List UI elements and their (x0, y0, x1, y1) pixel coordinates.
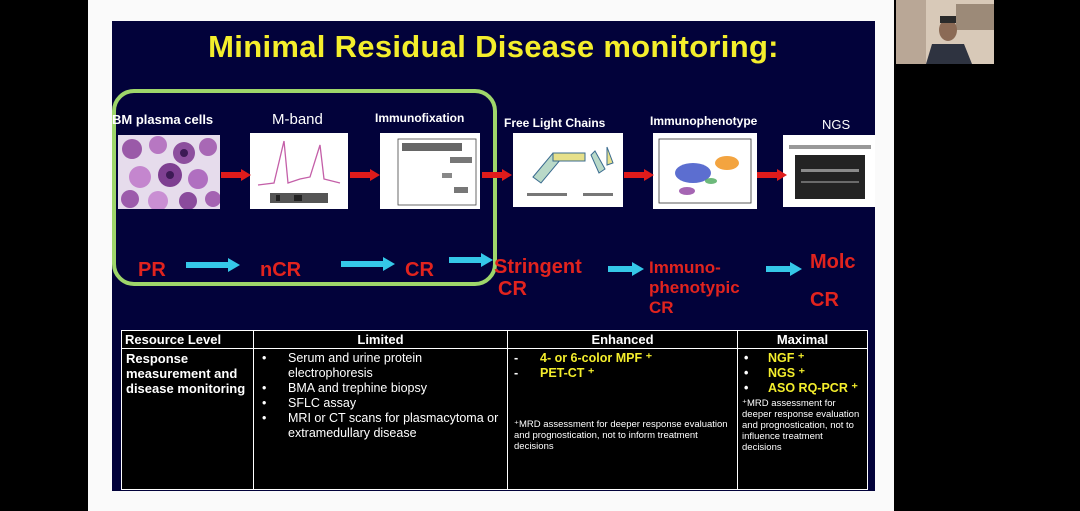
list-item: NGF ⁺ (742, 351, 863, 366)
table-header-row: Resource Level Limited Enhanced Maximal (121, 330, 868, 349)
enhanced-cell: 4- or 6-color MPF ⁺ PET-CT ⁺ ⁺MRD assess… (507, 348, 738, 490)
response-molecular-cr: Molc CR (810, 243, 856, 319)
response-molc-line1: Molc (810, 251, 856, 273)
arrow-right-icon (482, 169, 512, 181)
step-label-ifx: Immunofixation (375, 111, 465, 125)
response-immunophenotypic-cr: Immuno- phenotypic CR (649, 258, 740, 318)
step-label-flc: Free Light Chains (504, 116, 606, 130)
step-label-bm: BM plasma cells (112, 112, 214, 127)
header-enhanced: Enhanced (507, 330, 738, 349)
free-light-chains-diagram (513, 133, 623, 207)
arrow-right-icon (221, 169, 251, 181)
presentation-slide: Minimal Residual Disease monitoring: BM … (112, 21, 875, 491)
response-stringent-line2: CR (498, 278, 527, 300)
enhanced-footnote: ⁺MRD assessment for deeper response eval… (514, 419, 728, 452)
response-stringent-line1: Stringent (494, 256, 582, 278)
list-item: ASO RQ-PCR ⁺ (742, 381, 863, 396)
maximal-footnote: ⁺MRD assessment for deeper response eval… (742, 398, 860, 453)
list-item: Serum and urine protein electrophoresis (262, 351, 503, 381)
maximal-cell: NGF ⁺ NGS ⁺ ASO RQ-PCR ⁺ ⁺MRD assessment… (737, 348, 868, 490)
arrow-right-icon (186, 258, 240, 272)
m-band-electrophoresis-image (250, 133, 348, 209)
header-resource-level: Resource Level (121, 330, 254, 349)
flow-cytometry-plot (653, 133, 757, 209)
presenter-video-thumbnail[interactable] (896, 0, 994, 64)
response-cr: CR (405, 259, 434, 281)
resource-level-table: Resource Level Limited Enhanced Maximal … (121, 330, 868, 490)
limited-cell: Serum and urine protein electrophoresis … (253, 348, 508, 490)
ngs-gel-image (783, 135, 875, 207)
header-maximal: Maximal (737, 330, 868, 349)
arrow-right-icon (449, 253, 493, 267)
response-ncr: nCR (260, 259, 302, 281)
arrow-right-icon (766, 262, 810, 276)
arrow-right-icon (350, 169, 380, 181)
list-item: NGS ⁺ (742, 366, 863, 381)
arrow-right-icon (341, 257, 395, 271)
header-limited: Limited (253, 330, 508, 349)
bm-plasma-cells-image (118, 135, 220, 209)
slide-title: Minimal Residual Disease monitoring: (208, 29, 779, 64)
response-pr: PR (138, 259, 166, 281)
response-stringent-cr: Stringent CR (494, 256, 582, 300)
step-label-ngs: NGS (822, 117, 851, 132)
left-margin (0, 0, 88, 511)
list-item: PET-CT ⁺ (512, 366, 733, 381)
arrow-right-icon (608, 262, 652, 276)
step-label-mband: M-band (272, 111, 323, 128)
arrow-right-icon (757, 169, 787, 181)
row-label: Response measurement and disease monitor… (121, 348, 254, 490)
list-item: MRI or CT scans for plasmacytoma or extr… (262, 411, 503, 441)
list-item: 4- or 6-color MPF ⁺ (512, 351, 733, 366)
response-immuno-line2: phenotypic (649, 278, 740, 297)
arrow-right-icon (624, 169, 654, 181)
table-row: Response measurement and disease monitor… (121, 348, 868, 490)
highlight-box (112, 89, 497, 286)
step-label-immunophenotype: Immunophenotype (650, 114, 758, 128)
immunofixation-gel-image (380, 133, 480, 209)
response-immuno-line1: Immuno- (649, 258, 721, 277)
list-item: BMA and trephine biopsy (262, 381, 503, 396)
list-item: SFLC assay (262, 396, 503, 411)
response-molc-line2: CR (810, 289, 839, 311)
response-immuno-line3: CR (649, 298, 674, 317)
